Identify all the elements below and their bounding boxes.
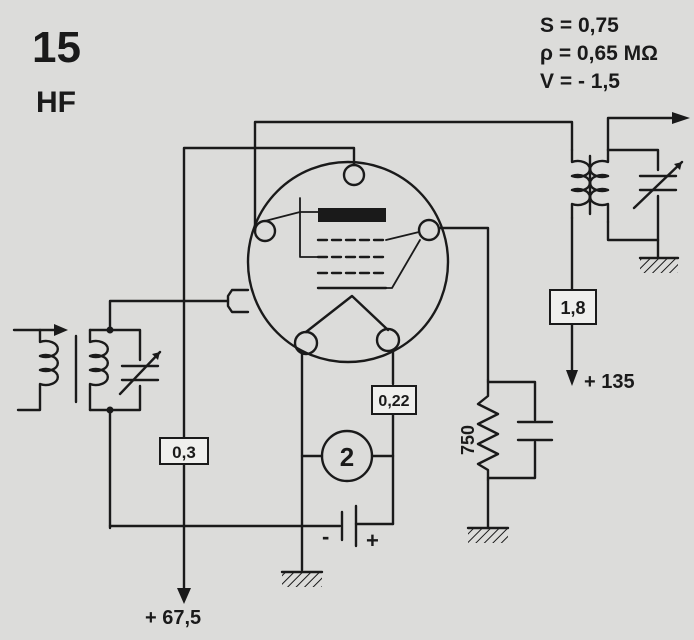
bias-resistor [371, 385, 417, 415]
output-transformer [570, 148, 610, 224]
input-transformer [12, 324, 142, 414]
meter-label: 2 [340, 442, 354, 472]
frequency-band: HF [36, 86, 76, 119]
battery-icon [340, 504, 358, 548]
anode-supply-voltage: + 135 [584, 371, 635, 393]
output-arrow-icon [672, 112, 690, 124]
screen-resistor [159, 437, 209, 465]
vacuum-tube [226, 160, 450, 364]
meter-icon [320, 429, 374, 483]
anode-resistor [549, 289, 597, 325]
ground-icon-cathode [466, 526, 510, 543]
spec-grid-bias: V = - 1,5 [540, 70, 620, 93]
cathode-capacitor-icon [516, 420, 554, 442]
screen-supply-voltage: + 67,5 [145, 607, 201, 629]
ground-icon-filament [280, 570, 324, 587]
anode-resistor-value: 1,8 [560, 298, 585, 318]
anode-supply-arrow [566, 370, 578, 386]
battery-plus-label: + [366, 528, 379, 553]
output-variable-capacitor-icon [632, 160, 684, 210]
cathode-resistor-value: 750 [458, 425, 478, 455]
battery-minus-label: - [322, 524, 329, 549]
spec-internal-resistance: ρ = 0,65 MΩ [540, 42, 658, 65]
cathode-resistor [476, 378, 500, 482]
screen-supply-arrow [177, 588, 191, 604]
schematic-number: 15 [32, 23, 81, 72]
wiring [108, 116, 674, 592]
bias-resistor-value: 0,22 [378, 393, 409, 410]
input-variable-capacitor-icon [118, 350, 162, 396]
screen-resistor-value: 0,3 [172, 443, 196, 462]
spec-transconductance: S = 0,75 [540, 14, 619, 37]
ground-icon-output [638, 256, 680, 273]
